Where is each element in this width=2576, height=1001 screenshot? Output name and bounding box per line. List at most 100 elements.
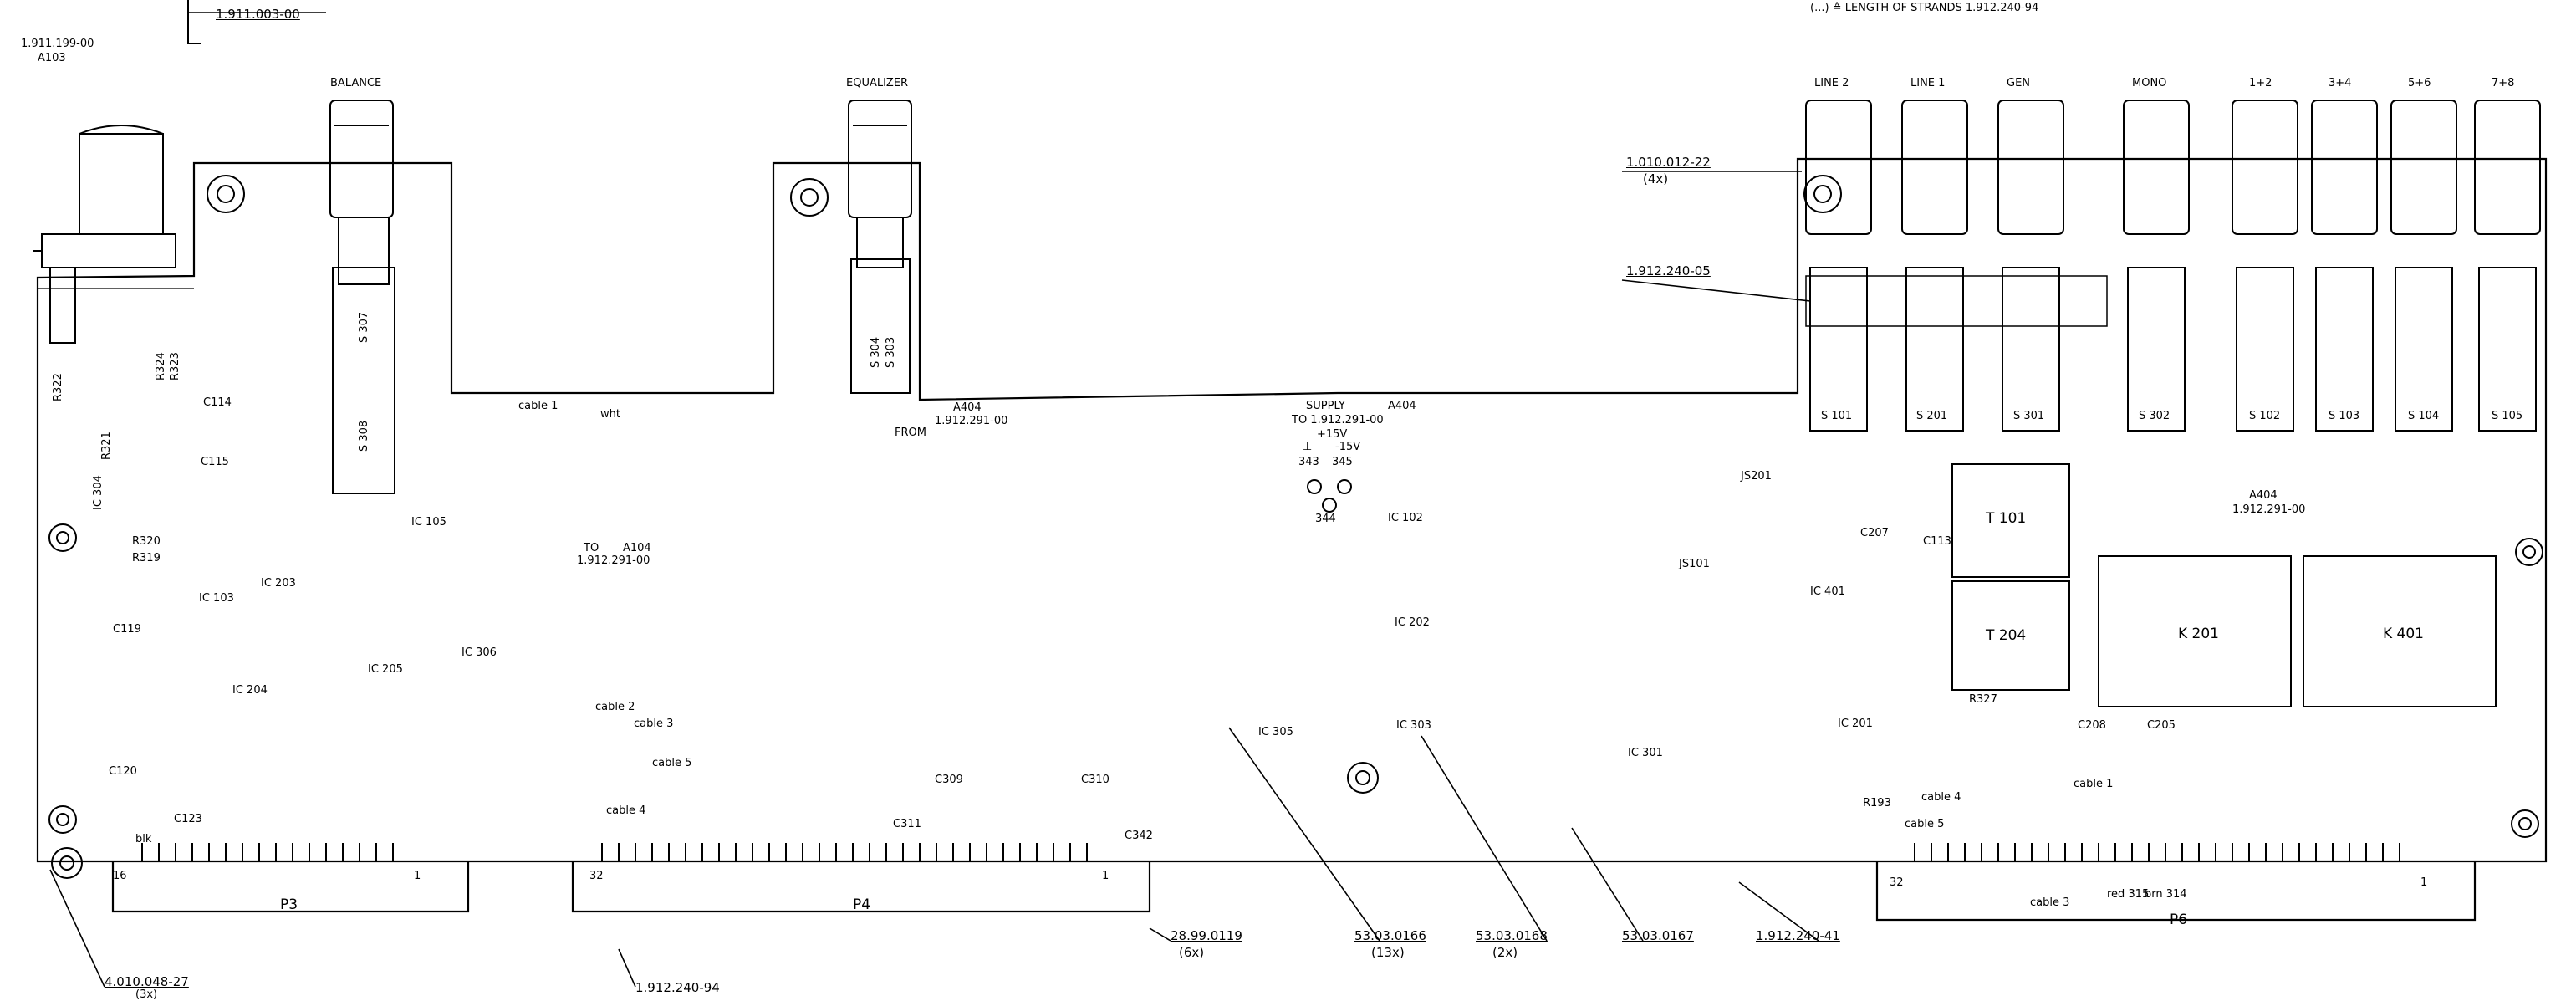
wire-cable1: cable 1 [518, 400, 559, 412]
c311: C311 [893, 818, 921, 830]
a104-part: 1.912.291-00 [577, 554, 650, 567]
switch-s304: S 304 [870, 336, 882, 368]
wire-cable1b: cable 1 [2074, 778, 2114, 790]
p4-pin1: 1 [1102, 870, 1109, 882]
supply-terminals [1307, 479, 1352, 513]
connector-p3: P3 [280, 896, 298, 913]
c310: C310 [1081, 774, 1109, 786]
switch-s302: S 302 [2139, 410, 2170, 422]
screw-qty: (3x) [135, 988, 158, 1001]
switch-bank [1805, 100, 2541, 432]
board-callout: 1.912.240-41 [1756, 928, 1840, 943]
header-note: (...) ≙ LENGTH OF STRANDS 1.912.240-94 [1810, 2, 2039, 14]
ch78-label: 7+8 [2492, 77, 2515, 89]
to-a104-label: TO [584, 542, 599, 554]
board-outline [36, 157, 2548, 863]
switch-s102: S 102 [2249, 410, 2281, 422]
gen-label: GEN [2007, 77, 2031, 89]
left-part-callout: 1.911.199-00 [21, 38, 94, 50]
r320: R320 [132, 535, 161, 548]
r323: R323 [169, 352, 181, 380]
supply-m15: -15V [1335, 441, 1361, 453]
line1-label: LINE 1 [1910, 77, 1946, 89]
ic-202: IC 202 [1395, 616, 1430, 629]
balance-label: BALANCE [330, 77, 382, 89]
wire-cable4b: cable 4 [1921, 791, 1961, 804]
wire-brn314: brn 314 [2145, 888, 2187, 901]
screw-callout: 4.010.048-27 [105, 974, 189, 989]
p6-pin32: 32 [1890, 876, 1904, 889]
ic-103: IC 103 [199, 592, 234, 605]
js201-label: JS201 [1741, 470, 1772, 483]
wire-blk: blk [135, 833, 152, 845]
socket-c-callout: 53.03.0167 [1622, 928, 1694, 943]
supply-title: SUPPLY [1306, 400, 1345, 412]
supply-to: TO 1.912.291-00 [1292, 414, 1384, 426]
wire-red315: red 315 [2107, 888, 2150, 901]
supply-p15: +15V [1317, 428, 1348, 441]
k-401: K 401 [2383, 626, 2424, 642]
switch-s307: S 307 [358, 311, 370, 343]
callout-leaders [49, 12, 1819, 988]
ch34-label: 3+4 [2329, 77, 2352, 89]
c309: C309 [935, 774, 963, 786]
r319: R319 [132, 552, 161, 564]
connector-p4: P4 [853, 896, 871, 913]
pin-qty: (6x) [1179, 945, 1205, 960]
switch-s301: S 301 [2013, 410, 2045, 422]
a104-label: A104 [623, 542, 651, 554]
ic-205: IC 205 [368, 663, 403, 676]
a404-part: 1.912.291-00 [935, 415, 1008, 427]
a404b-part: 1.912.291-00 [2232, 503, 2306, 516]
ic-304: IC 304 [92, 475, 105, 510]
c114: C114 [203, 396, 232, 409]
switch-s308: S 308 [358, 420, 370, 452]
a103-connector [33, 0, 201, 344]
switch-s101: S 101 [1821, 410, 1853, 422]
ic-204: IC 204 [232, 684, 268, 697]
mono-label: MONO [2132, 77, 2167, 89]
a404-label: A404 [953, 401, 982, 414]
c119: C119 [113, 623, 141, 636]
wire-cable4: cable 4 [606, 804, 646, 817]
r127: R327 [1969, 693, 1997, 706]
ch12-label: 1+2 [2249, 77, 2272, 89]
socket14-callout: 53.03.0166 [1354, 928, 1426, 943]
socket16-qty: (2x) [1492, 945, 1518, 960]
standoff-qty: (4x) [1643, 171, 1669, 186]
mounting-holes [48, 175, 2543, 879]
wire-cable5b: cable 5 [1905, 818, 1945, 830]
equalizer-label: EQUALIZER [846, 77, 909, 89]
supply-gnd: ⊥ [1303, 441, 1313, 453]
p4-pin32: 32 [589, 870, 604, 882]
socket16-callout: 53.03.0168 [1476, 928, 1548, 943]
transformers-relays [1951, 463, 2497, 707]
ic-105: IC 105 [411, 516, 446, 529]
p3-pin16: 16 [113, 870, 127, 882]
bracket-callout: 1.912.240-05 [1626, 263, 1711, 278]
connector-pins [141, 843, 2400, 861]
c342: C342 [1125, 830, 1153, 842]
supply-t345: 345 [1332, 456, 1353, 468]
switch-s104: S 104 [2408, 410, 2440, 422]
left-sub-callout: A103 [38, 52, 66, 64]
a404b-label: A404 [2249, 489, 2278, 502]
c120: C120 [109, 765, 137, 778]
r324: R324 [155, 352, 167, 380]
c123: C123 [174, 813, 202, 825]
wire-cable2: cable 2 [595, 701, 635, 713]
r213: R193 [1863, 797, 1891, 809]
top-part-callout: 1.911.003-00 [216, 7, 300, 22]
ic-203: IC 203 [261, 577, 296, 590]
ic-303: IC 303 [1396, 719, 1431, 732]
ic-305: IC 305 [1258, 726, 1293, 738]
ch56-label: 5+6 [2408, 77, 2431, 89]
ic-306: IC 306 [462, 646, 497, 659]
supply-ref: A404 [1388, 400, 1416, 412]
p3-pin1: 1 [414, 870, 421, 882]
r321: R321 [100, 432, 113, 460]
from-label: FROM [895, 426, 926, 439]
p6-pin1: 1 [2420, 876, 2428, 889]
wire-cable3b: cable 3 [2030, 896, 2070, 909]
